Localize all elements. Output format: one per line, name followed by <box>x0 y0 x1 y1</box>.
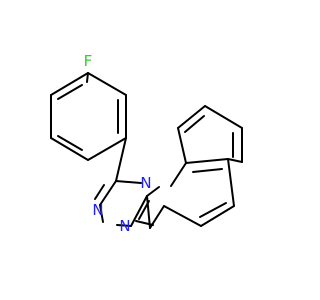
fluorine-atom-label: F <box>84 52 93 70</box>
molecule-canvas: F N N N <box>50 52 243 235</box>
bond-lines <box>50 72 243 229</box>
molecule-structure: F N N N <box>50 52 243 235</box>
bridgehead-nitrogen-label: N <box>140 174 151 192</box>
triazole-nitrogen-bottom-label: N <box>119 217 130 235</box>
atom-labels: F N N N <box>84 52 152 235</box>
triazole-nitrogen-left-label: N <box>92 201 103 219</box>
